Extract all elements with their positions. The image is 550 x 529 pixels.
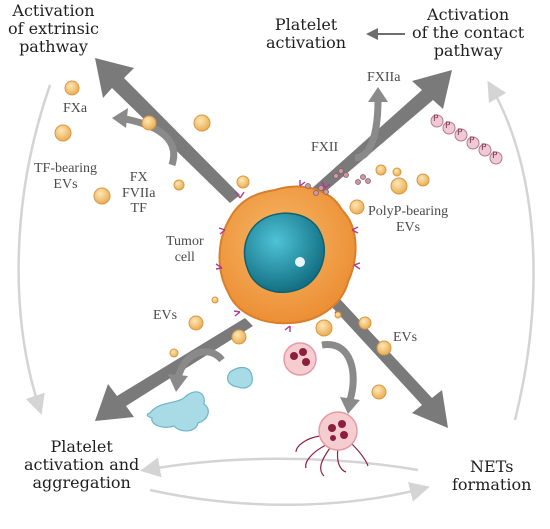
- neutrophil-resting: [283, 342, 317, 376]
- fxii-to-fxiia-arrow: [354, 99, 382, 162]
- label-evs-left: EVs: [153, 308, 178, 323]
- loop-arrow-bottom-to-right: [149, 482, 430, 506]
- polyp-chains: [305, 168, 371, 196]
- label-platelet-aggregation: Platelet activation and aggregation: [24, 437, 140, 492]
- fx-to-fxa-arrow: [119, 114, 178, 167]
- net-formation-curve: [321, 341, 357, 402]
- polyp-letter-4: P: [469, 136, 475, 146]
- label-fxiia: FXIIa: [367, 70, 401, 85]
- polyp-bead-chain: [430, 114, 503, 165]
- label-tumor-cell: Tumor cell: [166, 234, 204, 265]
- tumor-nucleus: [243, 212, 325, 293]
- label-fxa: FXa: [63, 101, 88, 116]
- label-contact-pathway: Activation of the contact pathway: [412, 5, 525, 60]
- extracellular-vesicles: [54, 80, 430, 400]
- label-extrinsic-pathway: Activation of extrinsic pathway: [8, 1, 99, 56]
- label-fx-fviia-tf: FX FVIIa TF: [122, 170, 156, 217]
- loop-arrow-left: [17, 84, 52, 415]
- platelet-single: [226, 366, 253, 389]
- polyp-letter-2: P: [445, 121, 451, 131]
- loop-arrow-right: [487, 80, 535, 421]
- label-polyp-bearing-evs: PolyP-bearing EVs: [368, 204, 449, 235]
- label-fxii: FXII: [311, 140, 339, 155]
- label-tf-bearing-evs: TF-bearing EVs: [34, 161, 97, 192]
- arrow-to-extrinsic: [95, 58, 240, 203]
- polyp-letter-5: P: [481, 143, 487, 153]
- loop-arrow-bottom-to-left: [140, 457, 419, 478]
- polyp-letter-3: P: [457, 128, 463, 138]
- platelet-cluster: [146, 391, 209, 432]
- polyp-letter-1: P: [433, 114, 439, 124]
- arrow-to-contact: [310, 70, 452, 198]
- platelet-activation-curve: [174, 348, 225, 380]
- neutrophil-netosis: [295, 411, 369, 477]
- nucleolus: [295, 257, 305, 267]
- label-platelet-activation-top: Platelet activation: [266, 15, 347, 52]
- polyp-letter-6: P: [492, 151, 498, 161]
- arrow-to-platelet-aggregation: [95, 318, 253, 421]
- label-evs-right: EVs: [393, 330, 418, 345]
- label-nets-formation: NETs formation: [452, 457, 532, 494]
- arrow-to-nets: [330, 298, 448, 428]
